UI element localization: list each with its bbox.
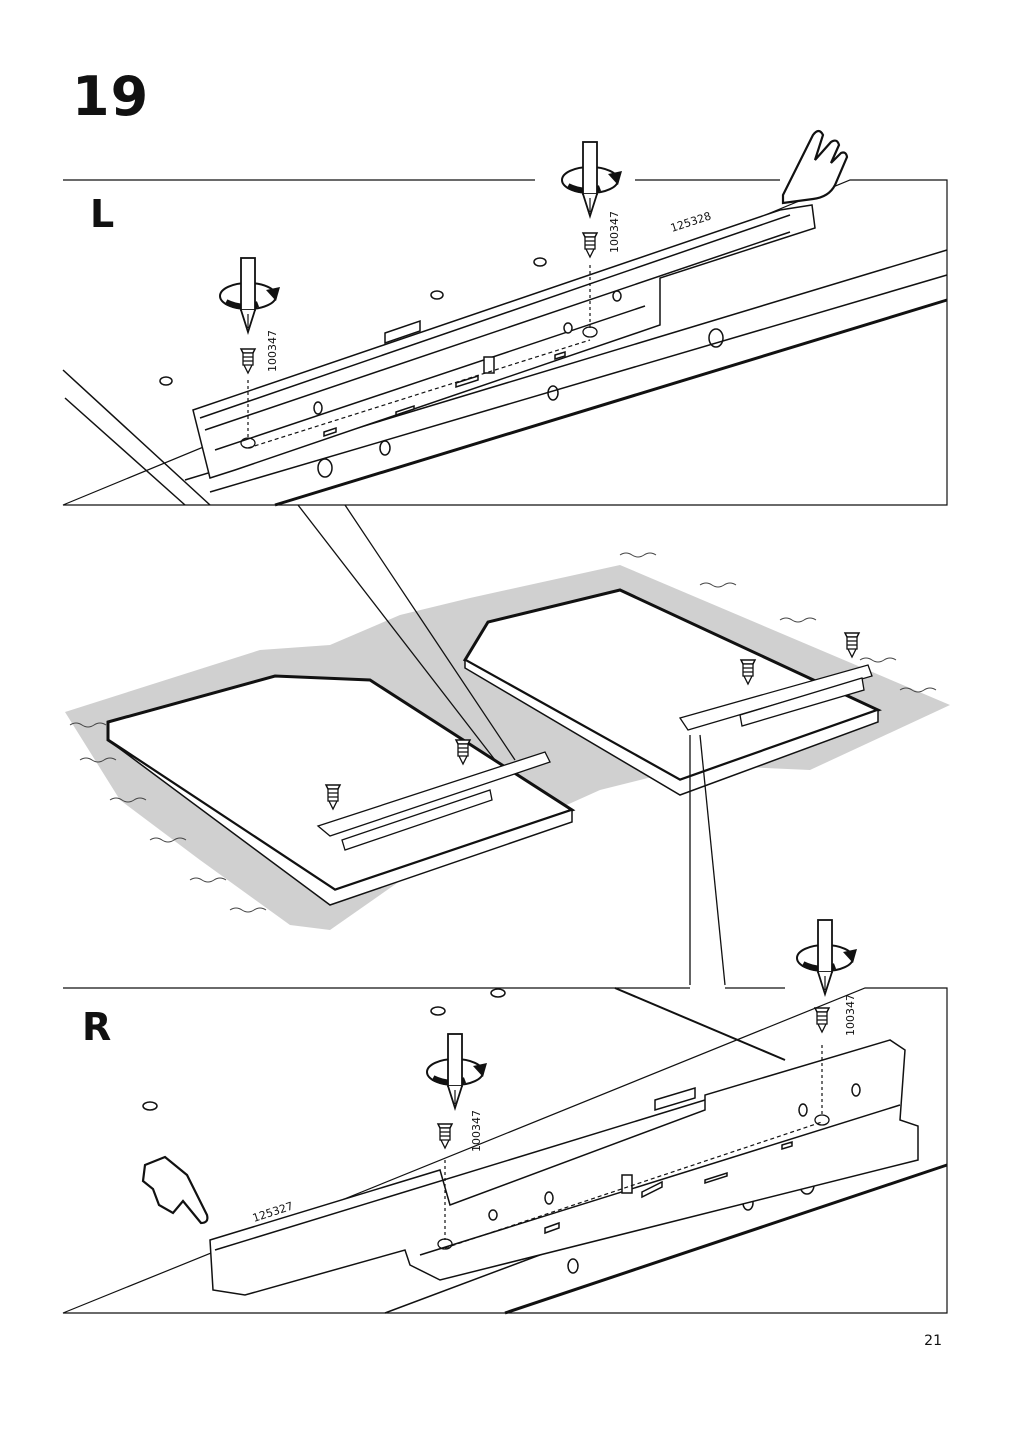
step-number: 19 xyxy=(72,65,150,128)
page-number: 21 xyxy=(924,1333,942,1349)
screw-part-left-1: 100347 xyxy=(266,330,279,372)
screw-part-right-1: 100347 xyxy=(470,1110,483,1152)
panel-left: 125328 100347 100347 xyxy=(62,129,948,507)
screw-part-left-2: 100347 xyxy=(608,211,621,253)
hand-pointing-icon xyxy=(141,1155,209,1225)
overview-scene xyxy=(65,504,950,986)
screw-part-right-2: 100347 xyxy=(844,994,857,1036)
rail-part-left: 125328 xyxy=(669,210,713,235)
panel-left-label: L xyxy=(90,192,115,236)
panel-right-label: R xyxy=(82,1005,112,1049)
hand-pointing-icon xyxy=(781,129,849,205)
panel-right: 125327 100347 100347 xyxy=(62,920,948,1315)
